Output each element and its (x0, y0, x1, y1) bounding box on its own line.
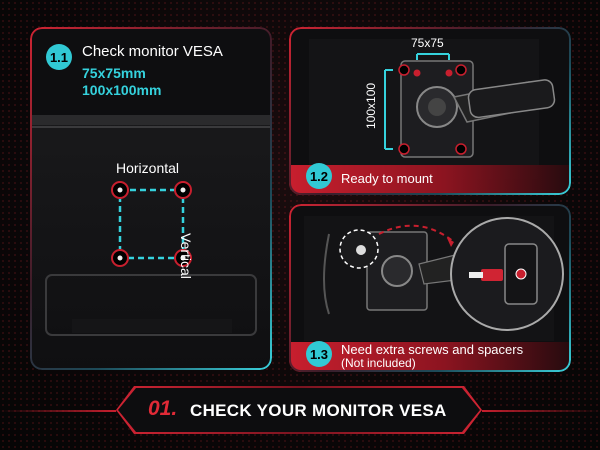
monitor-back-illustration (30, 115, 272, 370)
banner-line-left (0, 410, 116, 412)
banner (118, 388, 480, 432)
step-badge: 1.3 (306, 341, 332, 367)
caption-line-2: (Not included) (341, 356, 416, 370)
vesa-check-panel: 1.1 Check monitor VESA 75x75mm 100x100mm… (30, 27, 272, 370)
banner-line-right (482, 410, 600, 412)
banner-number: 01. (148, 397, 178, 420)
panel-title: Check monitor VESA (82, 43, 223, 60)
ready-to-mount-panel: 75x75 100x100 1.2 Ready to mount (289, 27, 571, 195)
extra-screws-panel: 1.3 Need extra screws and spacers (Not i… (289, 204, 571, 372)
step-badge: 1.2 (306, 163, 332, 189)
dim-75-label: 75x75 (411, 36, 444, 50)
vesa-spec-75: 75x75mm (82, 65, 146, 81)
dim-100-label: 100x100 (364, 82, 378, 129)
step-badge: 1.1 (46, 44, 72, 70)
caption-line-1: Need extra screws and spacers (341, 342, 524, 357)
caption-text: Ready to mount (341, 171, 433, 186)
horizontal-label: Horizontal (116, 160, 180, 176)
banner-title: CHECK YOUR MONITOR VESA (190, 401, 447, 420)
vesa-spec-100: 100x100mm (82, 82, 162, 98)
vertical-label: Vertical (178, 233, 194, 279)
